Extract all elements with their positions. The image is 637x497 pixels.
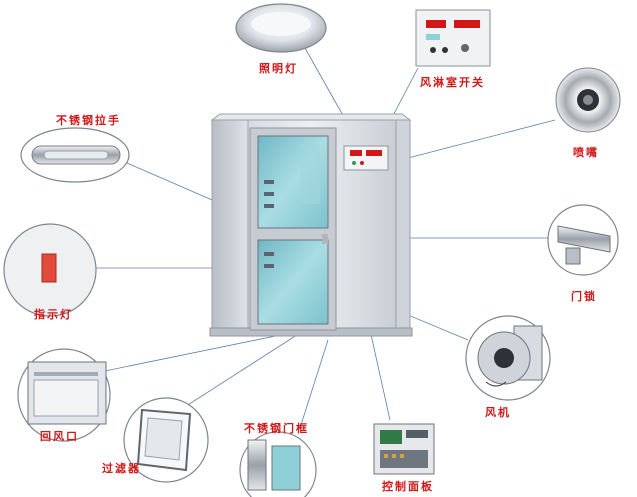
label-air-shower-switch: 风淋室开关: [420, 76, 485, 89]
filter-icon: [123, 397, 209, 483]
label-stainless-door-frame: 不锈钢门框: [244, 422, 309, 435]
handle-icon: [20, 127, 130, 183]
lock-icon: [547, 204, 619, 276]
air-shower-cabinet: [209, 113, 413, 337]
label-filter: 过滤器: [102, 462, 141, 475]
label-indicator-light: 指示灯: [34, 308, 73, 321]
label-fan: 风机: [485, 406, 511, 419]
nozzle-icon: [555, 67, 621, 133]
vent-icon: [17, 348, 111, 442]
door-frame-icon: [239, 431, 317, 497]
control-panel-icon: [373, 423, 435, 475]
label-nozzle: 喷嘴: [573, 146, 599, 159]
label-lighting: 照明灯: [259, 62, 298, 75]
label-door-lock: 门锁: [571, 290, 597, 303]
switch-icon: [415, 9, 491, 67]
lamp-icon: [235, 3, 327, 53]
label-stainless-handle: 不锈钢拉手: [56, 114, 121, 127]
indicator-light-icon: [3, 223, 97, 317]
label-control-panel: 控制面板: [382, 480, 434, 493]
label-return-vent: 回风口: [40, 430, 79, 443]
fan-icon: [465, 315, 551, 401]
